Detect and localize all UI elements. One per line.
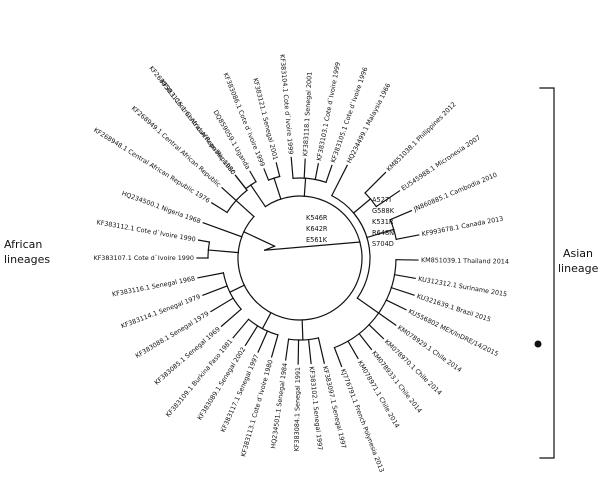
tree-branch <box>257 330 269 353</box>
tree-leaf-label: KM078933.1 Chile 2014 <box>370 349 423 414</box>
tree-leaf-label: KF383118.1 Senegal 2001 <box>301 72 313 157</box>
tree-branch <box>307 338 312 365</box>
asian-mutation-3: K531R <box>372 218 394 226</box>
african-mutation-2: K642R <box>306 225 328 233</box>
tree-branch <box>325 164 333 184</box>
tree-arc <box>237 195 363 321</box>
tree-branch <box>270 334 279 358</box>
tree-leaf-label: KF383116.1 Senegal 1968 <box>111 274 195 298</box>
tree-leaf-label: KM851039.1 Thailand 2014 <box>421 256 509 266</box>
tree-branch <box>375 190 401 208</box>
tree-branch <box>220 308 242 328</box>
tree-branch <box>393 273 416 280</box>
tree-branch <box>356 297 380 314</box>
tree-leaf-label: HQ234501.1 Senegal 1984 <box>269 362 289 449</box>
african-mutation-1: K546R <box>306 214 328 222</box>
tree-branch <box>263 168 270 181</box>
tree-branch <box>290 156 294 179</box>
tree-branch <box>202 222 243 238</box>
tree-branch <box>301 319 304 341</box>
asian-mutation-1: A527I <box>372 196 391 204</box>
asian-mutation-2: G588K <box>372 207 395 215</box>
asian-mutation-4: R648N <box>372 229 394 237</box>
tree-branch <box>202 285 228 297</box>
tree-branch <box>330 164 349 197</box>
tree-leaf-label: KF383084.1 Senegal 1991 <box>293 367 302 452</box>
tree-branch <box>364 171 387 194</box>
african-mutation-3: E561K <box>306 236 328 244</box>
tree-branch <box>235 199 255 218</box>
tree-leaf-label: KU312312.1 Suriname 2015 <box>418 275 508 299</box>
tree-branch <box>197 239 211 243</box>
tree-leaf-label: KF383104.1 Cote d`Ivoire 1999 <box>278 54 295 155</box>
tree-branch <box>314 163 320 181</box>
tree-branch <box>197 272 225 279</box>
tree-branch <box>284 338 290 361</box>
tree-branch <box>261 311 272 330</box>
tree-branch <box>249 170 257 183</box>
tree-branch <box>235 175 248 192</box>
tree-branch <box>395 234 420 241</box>
tree-branch <box>244 325 259 347</box>
asian-lineage-label-line1: Asian <box>563 247 593 260</box>
tree-branch <box>303 158 306 179</box>
tree-arc <box>292 177 327 184</box>
tree-branch <box>358 332 373 351</box>
leaf-labels: KF383115.1 Central African RepublicDQ859… <box>92 54 509 474</box>
tree-branch <box>221 186 237 202</box>
african-lineages-label-line2: lineages <box>4 253 50 266</box>
tree-branch <box>333 346 343 368</box>
tree-branch <box>347 340 359 360</box>
tree-branch <box>263 241 361 251</box>
tree-branch <box>303 177 307 197</box>
african-lineages-label-line1: African <box>4 238 42 251</box>
tree-branch <box>210 202 228 214</box>
tree-branch <box>243 231 276 247</box>
tree-branch <box>389 209 413 221</box>
tree-leaf-label: KF383102.1 Senegal 1997 <box>307 366 324 451</box>
tree-leaf-label: KJ776791.1 French Polynesia 2013 <box>339 368 386 474</box>
tree-branch <box>390 286 415 296</box>
tree-branch <box>275 162 281 178</box>
tree-branch <box>366 228 395 239</box>
tree-branch <box>210 297 234 313</box>
tree-leaf-label: KF383112.1 Cote d`Ivoire 1990 <box>96 218 196 243</box>
tree-branch <box>263 245 276 251</box>
tree-branch <box>385 299 407 311</box>
tree-leaf-label: KF993678.1 Canada 2013 <box>421 215 504 239</box>
tree-branch <box>232 318 250 339</box>
tree-branch <box>352 198 372 214</box>
tree-branch <box>249 184 267 208</box>
tree-branch <box>317 337 326 364</box>
tree-branch <box>368 323 385 340</box>
tree-branch <box>229 284 246 293</box>
tree-branch <box>377 312 397 326</box>
tree-branch <box>207 249 239 254</box>
asian-lineage-label-line2: lineage <box>558 262 599 275</box>
tree-leaf-label: KF383107.1 Cote d`Ivoire 1990 <box>93 254 194 262</box>
tree-arc <box>287 337 320 341</box>
asian-mutation-5: S704D <box>372 240 394 248</box>
highlight-dot <box>534 340 542 348</box>
tree-branches <box>196 156 420 368</box>
tree-leaf-label: HQ234500.1 Nigeria 1968 <box>121 189 202 225</box>
asian-lineage-bracket <box>539 87 555 459</box>
tree-arc <box>330 194 371 299</box>
tree-branch <box>273 177 282 200</box>
